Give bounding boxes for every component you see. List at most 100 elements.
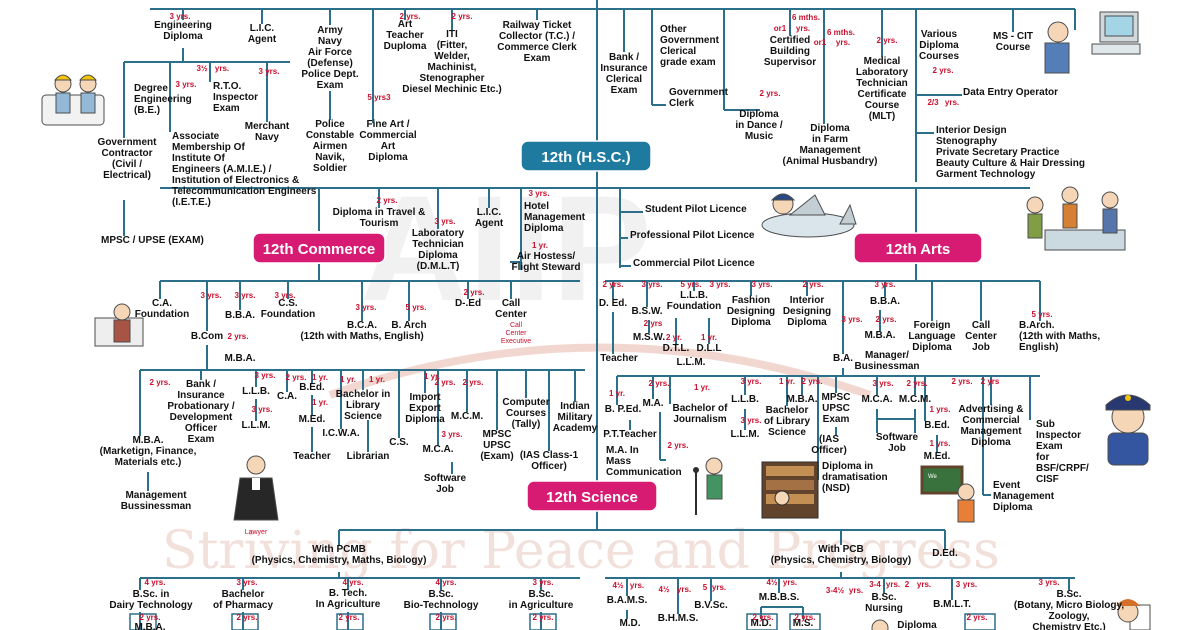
duration-label: 3 yrs. xyxy=(235,291,256,300)
duration-label: 1 yr. xyxy=(532,241,548,250)
engineers-illustration xyxy=(41,74,105,126)
career-option-label: C.A. xyxy=(277,391,297,402)
duration-label: 2 yrs. xyxy=(877,36,898,45)
duration-label: yrs. xyxy=(886,580,900,589)
career-option-label: M.D. xyxy=(750,618,771,629)
career-option-label: L.L.M. xyxy=(677,357,706,368)
duration-label: 4 yrs. xyxy=(343,578,364,587)
career-option-label: C.S. xyxy=(389,437,409,448)
career-option-label: L.L.M. xyxy=(731,429,760,440)
duration-label: 4½ xyxy=(766,578,777,587)
duration-label: 2 yrs. xyxy=(649,379,670,388)
career-option-label: B. P.Ed. xyxy=(605,404,642,415)
career-option-label: With PCB(Physics, Chemistry, Biology) xyxy=(771,544,911,566)
hub-hsc-box xyxy=(520,140,652,172)
duration-label: 3 yrs. xyxy=(752,280,773,289)
career-option-label: B.A. xyxy=(833,353,853,364)
lawyer-illustration xyxy=(233,455,279,521)
duration-label: 2 yrs. xyxy=(436,613,457,622)
duration-label: 1 yr. xyxy=(340,375,356,384)
career-option-label: L.I.C.Agent xyxy=(248,23,277,45)
hub-science-box xyxy=(526,480,658,512)
career-option-label: M.C.A. xyxy=(422,444,453,455)
duration-label: 3 yrs. xyxy=(176,80,197,89)
duration-label: 3 xyxy=(956,580,961,589)
career-option-label: B.Ed. xyxy=(924,420,950,431)
duration-label: 1 yr. xyxy=(701,333,717,342)
duration-label: 3 yrs. xyxy=(842,315,863,324)
career-option-label: B.Com xyxy=(191,331,223,342)
career-option-label: D.L.L xyxy=(697,343,722,354)
duration-label: 2 xyxy=(905,580,910,589)
duration-label: 3 yrs. xyxy=(642,280,663,289)
career-option-label: I.C.W.A. xyxy=(322,428,359,439)
duration-label: 2 yrs. xyxy=(339,613,360,622)
duration-label: 2 yrs. xyxy=(435,378,456,387)
duration-label: 3 yrs. xyxy=(259,67,280,76)
career-option-label: Commercial Pilot Licence xyxy=(633,258,755,269)
duration-label: 2 yrs. xyxy=(452,12,473,21)
career-option-label: M.C.M. xyxy=(451,411,483,422)
duration-label: 2 yrs. xyxy=(150,378,171,387)
duration-label: 3 yrs. xyxy=(237,578,258,587)
career-option-label: B.B.A. xyxy=(870,296,900,307)
duration-label: 4 yrs. xyxy=(145,578,166,587)
duration-label: 2/3 xyxy=(927,98,939,107)
duration-label: 3 yrs. xyxy=(875,280,896,289)
duration-label: 3 yrs. xyxy=(356,303,377,312)
career-option-label: Teacher xyxy=(293,451,331,462)
career-option-label: M.D. xyxy=(619,618,640,629)
duration-label: 2 yr. xyxy=(666,333,682,342)
duration-label: 2 yrs. xyxy=(533,613,554,622)
career-option-label: L.I.C.Agent xyxy=(475,207,504,229)
duration-label: 1 yr. xyxy=(312,398,328,407)
duration-label: 2 yrs. xyxy=(228,332,249,341)
career-option-label: B.M.L.T. xyxy=(933,599,971,610)
career-option-label: D. Ed. xyxy=(599,298,628,309)
career-option-label: ITI(Fitter,Welder,Machinist,Stenographer… xyxy=(402,29,501,95)
duration-label: 2 yrs. xyxy=(603,280,624,289)
career-option-label: B.Sc.(Botany, Micro Biology,Zoology,Chem… xyxy=(1014,589,1124,630)
career-option-label: Data Entry Operator xyxy=(963,87,1058,98)
career-option-label: M.B.B.S. xyxy=(759,592,800,603)
duration-label: 2 yrs. xyxy=(876,315,897,324)
duration-label: yrs. xyxy=(836,38,850,47)
career-option-label: L.L.M. xyxy=(242,420,271,431)
duration-label: 4½ xyxy=(658,585,669,594)
duration-label: 3 yrs. xyxy=(529,189,550,198)
duration-label: 2 yrs. xyxy=(952,377,973,386)
career-option-label: B.H.M.S. xyxy=(658,613,699,624)
career-option-label: B.Sc.Nursing xyxy=(865,592,903,614)
duration-label: 5 yrs. xyxy=(406,303,427,312)
duration-label: 2 yrs xyxy=(644,319,663,328)
duration-label: 6 mths. xyxy=(792,13,820,22)
duration-label: 5 yrs3 xyxy=(367,93,391,102)
duration-label: 2 yrs. xyxy=(286,373,307,382)
duration-label: 2 yrs. xyxy=(237,613,258,622)
